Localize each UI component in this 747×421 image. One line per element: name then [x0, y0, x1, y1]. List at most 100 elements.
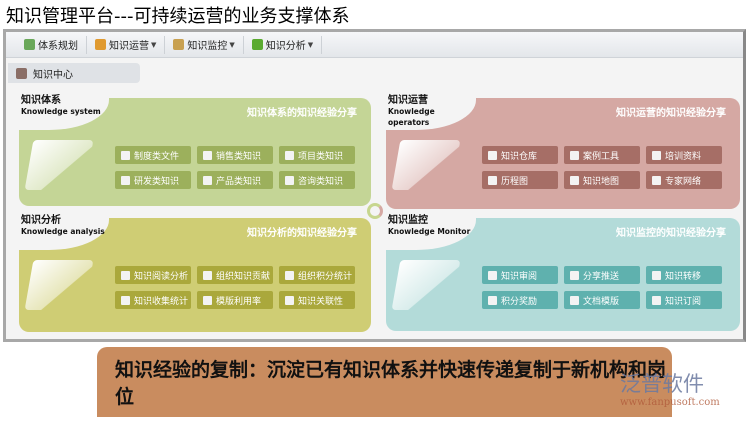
page-title: 知识管理平台---可持续运营的业务支撑体系: [6, 6, 350, 27]
toolbar-menu-3[interactable]: 知识分析▼: [244, 35, 323, 54]
folder-icon: [488, 150, 497, 160]
item-button[interactable]: 分享推送: [564, 266, 640, 284]
toolbar: 体系规划知识运营▼知识监控▼知识分析▼: [6, 32, 743, 58]
item-label: 文档模版: [583, 296, 620, 307]
panel-illustration-icon: [24, 140, 94, 190]
item-label: 培训资料: [665, 151, 702, 162]
item-button[interactable]: 知识审阅: [482, 266, 558, 284]
item-label: 销售类知识: [216, 151, 262, 162]
item-button[interactable]: 历程图: [482, 171, 558, 189]
refresh-cycle-icon: [367, 203, 383, 219]
item-label: 研发类知识: [134, 176, 180, 187]
inbox-icon: [203, 295, 212, 305]
toolbar-menu-0[interactable]: 体系规划: [16, 35, 87, 54]
item-label: 知识地图: [583, 176, 620, 187]
item-button[interactable]: 积分奖励: [482, 291, 558, 309]
item-button[interactable]: 专家网络: [646, 171, 722, 189]
cube-icon: [16, 67, 27, 79]
item-button[interactable]: 产品类知识: [197, 171, 273, 189]
item-button[interactable]: 研发类知识: [115, 171, 191, 189]
panel-slogan: 知识监控的知识经验分享: [616, 228, 726, 239]
panel-illustration-icon: [24, 260, 94, 310]
item-button[interactable]: 培训资料: [646, 146, 722, 164]
comment-icon: [488, 270, 497, 280]
checkmark-icon: [251, 39, 263, 50]
item-label: 产品类知识: [216, 176, 262, 187]
item-button[interactable]: 模版利用率: [197, 291, 273, 309]
item-label: 组织知识贡献: [216, 271, 271, 282]
folder-icon: [652, 175, 661, 185]
item-button[interactable]: 组织积分统计: [279, 266, 355, 284]
item-label: 知识转移: [665, 271, 702, 282]
item-button[interactable]: 组织知识贡献: [197, 266, 273, 284]
panel-title: 知识分析: [21, 215, 61, 226]
item-label: 制度类文件: [134, 151, 180, 162]
book-icon: [121, 175, 130, 185]
item-button[interactable]: 知识地图: [564, 171, 640, 189]
folder-icon: [570, 150, 579, 160]
toolbar-menu-2[interactable]: 知识监控▼: [165, 35, 244, 54]
item-button[interactable]: 项目类知识: [279, 146, 355, 164]
item-button[interactable]: 知识阅读分析: [115, 266, 191, 284]
item-button[interactable]: 文档模版: [564, 291, 640, 309]
item-button[interactable]: 案例工具: [564, 146, 640, 164]
item-label: 分享推送: [583, 271, 620, 282]
item-button[interactable]: 知识订阅: [646, 291, 722, 309]
menu-label: 知识监控: [187, 41, 228, 52]
item-label: 知识收集统计: [134, 296, 189, 307]
item-label: 知识阅读分析: [134, 271, 189, 282]
item-label: 积分奖励: [501, 296, 538, 307]
folder-icon: [652, 150, 661, 160]
item-button[interactable]: 知识关联性: [279, 291, 355, 309]
item-button[interactable]: 知识收集统计: [115, 291, 191, 309]
book-icon: [203, 150, 212, 160]
book-icon: [203, 175, 212, 185]
watermark-logo: 泛普软件: [620, 372, 704, 396]
panel-subtitle: Knowledge system: [21, 107, 101, 116]
item-label: 历程图: [501, 176, 529, 187]
panel-subtitle: Knowledge analysis: [21, 227, 105, 236]
menu-label: 体系规划: [38, 41, 78, 52]
comment-icon: [488, 295, 497, 305]
item-label: 模版利用率: [216, 296, 262, 307]
tab-label: 知识中心: [33, 69, 73, 81]
menu-label: 知识运营: [109, 41, 149, 52]
item-label: 组织积分统计: [298, 271, 353, 282]
caret-down-icon: ▼: [307, 40, 314, 49]
book-icon: [285, 150, 294, 160]
item-label: 知识仓库: [501, 151, 538, 162]
item-button[interactable]: 咨询类知识: [279, 171, 355, 189]
folder-icon: [570, 175, 579, 185]
panel-illustration-icon: [391, 140, 461, 190]
item-label: 专家网络: [665, 176, 702, 187]
comment-icon: [570, 295, 579, 305]
item-button[interactable]: 销售类知识: [197, 146, 273, 164]
comment-icon: [652, 270, 661, 280]
item-button[interactable]: 制度类文件: [115, 146, 191, 164]
panel-title: 知识运营: [388, 95, 428, 106]
document-lock-icon: [173, 39, 185, 50]
inbox-icon: [121, 295, 130, 305]
toolbar-menu-1[interactable]: 知识运营▼: [87, 35, 166, 54]
comment-icon: [570, 270, 579, 280]
org-chart-icon: [95, 39, 106, 50]
tab-knowledge-center[interactable]: 知识中心: [8, 63, 140, 83]
item-button[interactable]: 知识仓库: [482, 146, 558, 164]
book-icon: [285, 175, 294, 185]
banner: 知识经验的复制：沉淀已有知识体系并快速传递复制于新机构和岗位: [97, 347, 672, 417]
caret-down-icon: ▼: [229, 40, 235, 49]
panel-illustration-icon: [391, 260, 461, 310]
panel-subtitle: Knowledge operators: [388, 107, 435, 127]
folder-icon: [488, 175, 497, 185]
item-button[interactable]: 知识转移: [646, 266, 722, 284]
plan-icon: [24, 39, 35, 50]
panel-slogan: 知识运营的知识经验分享: [616, 108, 726, 119]
